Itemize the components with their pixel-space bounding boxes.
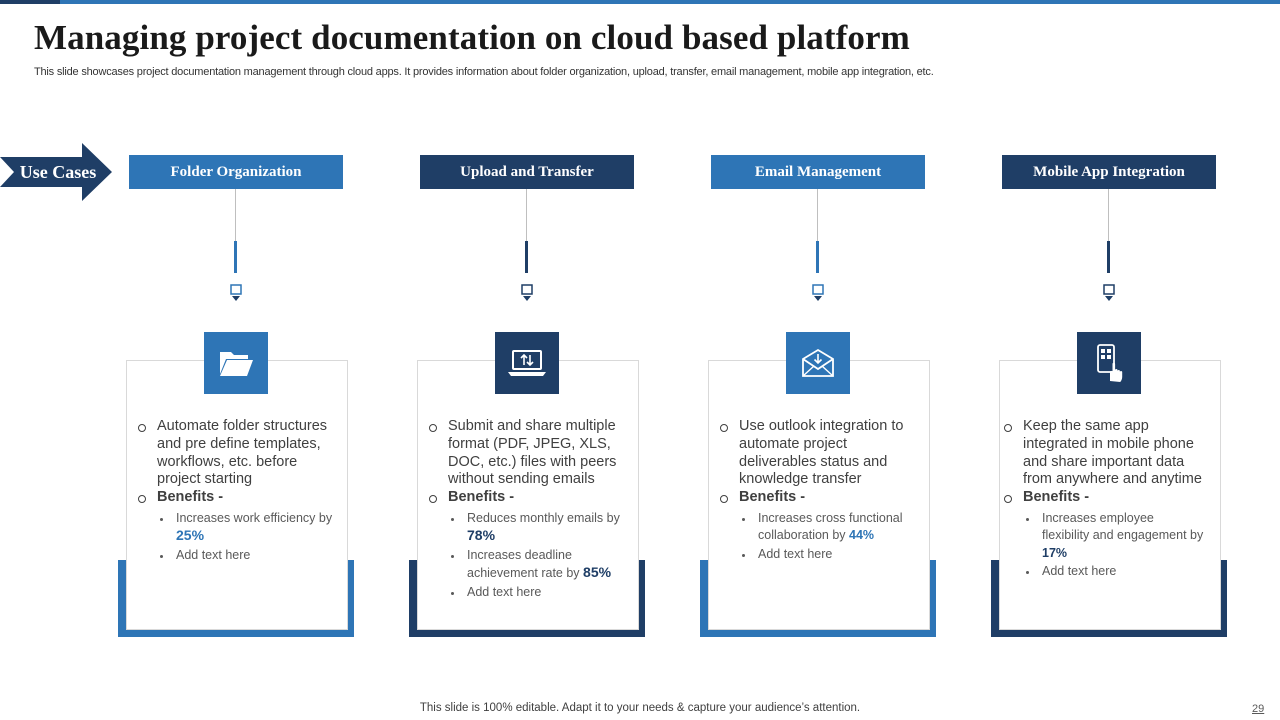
benefits-heading: Benefits -	[429, 489, 629, 507]
connector-line-thick	[234, 241, 237, 273]
card	[126, 360, 348, 630]
column-upload-and-transfer: Upload and Transfer Submit and share mul…	[409, 0, 649, 720]
benefit-item: Add text here	[157, 547, 338, 565]
card	[417, 360, 639, 630]
top-accent-bar	[0, 0, 1280, 4]
column-email-management: Email Management Use outlook integration…	[700, 0, 940, 720]
connector-line	[817, 189, 818, 241]
connector-line	[1108, 189, 1109, 241]
use-cases-arrow: Use Cases	[0, 143, 112, 201]
description-item: Use outlook integration to automate proj…	[720, 418, 920, 489]
benefits-heading: Benefits -	[720, 489, 920, 507]
mobile-touch-icon	[1097, 344, 1123, 382]
connector-line	[526, 189, 527, 241]
connector-marker-icon	[812, 284, 824, 301]
connector-marker-icon	[1103, 284, 1115, 301]
laptop-transfer-icon	[508, 350, 546, 376]
connector-line	[235, 189, 236, 241]
description-item: Submit and share multiple format (PDF, J…	[429, 418, 629, 489]
icon-box	[495, 332, 559, 394]
benefit-item: Increases deadline achievement rate by 8…	[448, 547, 629, 583]
column-folder-organization: Folder Organization Automate folder stru…	[118, 0, 358, 720]
page-title: Managing project documentation on cloud …	[34, 18, 910, 57]
top-accent-bar-dark	[0, 0, 60, 4]
folder-icon	[220, 352, 253, 376]
benefit-item: Add text here	[448, 584, 629, 602]
footer-note: This slide is 100% editable. Adapt it to…	[419, 702, 861, 714]
connector-line-thick	[1107, 241, 1110, 273]
description-item: Keep the same app integrated in mobile p…	[1004, 418, 1204, 489]
card-content: Use outlook integration to automate proj…	[720, 418, 920, 564]
email-download-icon	[802, 348, 834, 377]
connector-line-thick	[816, 241, 819, 273]
page-number: 29	[1252, 703, 1265, 715]
card-content: Keep the same app integrated in mobile p…	[1004, 418, 1204, 582]
card-content: Automate folder structures and pre defin…	[138, 418, 338, 565]
connector-marker-icon	[230, 284, 242, 301]
column-mobile-app-integration: Mobile App Integration Keep the same app…	[991, 0, 1231, 720]
icon-box	[1077, 332, 1141, 394]
benefit-item: Add text here	[739, 546, 920, 564]
connector-line-thick	[525, 241, 528, 273]
column-header: Folder Organization	[129, 155, 343, 189]
icon-box	[786, 332, 850, 394]
benefit-item: Increases cross functional collaboration…	[739, 510, 920, 545]
icon-box	[204, 332, 268, 394]
connector-marker-icon	[521, 284, 533, 301]
benefit-item: Increases work efficiency by 25%	[157, 510, 338, 546]
card	[708, 360, 930, 630]
description-item: Automate folder structures and pre defin…	[138, 418, 338, 489]
benefits-heading: Benefits -	[138, 489, 338, 507]
use-cases-label: Use Cases	[19, 162, 97, 182]
card	[999, 360, 1221, 630]
page-subtitle: This slide showcases project documentati…	[34, 66, 934, 78]
benefit-item: Increases employee flexibility and engag…	[1023, 510, 1204, 563]
column-header: Upload and Transfer	[420, 155, 634, 189]
benefits-heading: Benefits -	[1004, 489, 1204, 507]
column-header: Email Management	[711, 155, 925, 189]
benefit-item: Reduces monthly emails by 78%	[448, 510, 629, 546]
column-header: Mobile App Integration	[1002, 155, 1216, 189]
card-content: Submit and share multiple format (PDF, J…	[429, 418, 629, 602]
arrow-shape-icon	[0, 143, 112, 201]
benefit-item: Add text here	[1023, 563, 1204, 581]
